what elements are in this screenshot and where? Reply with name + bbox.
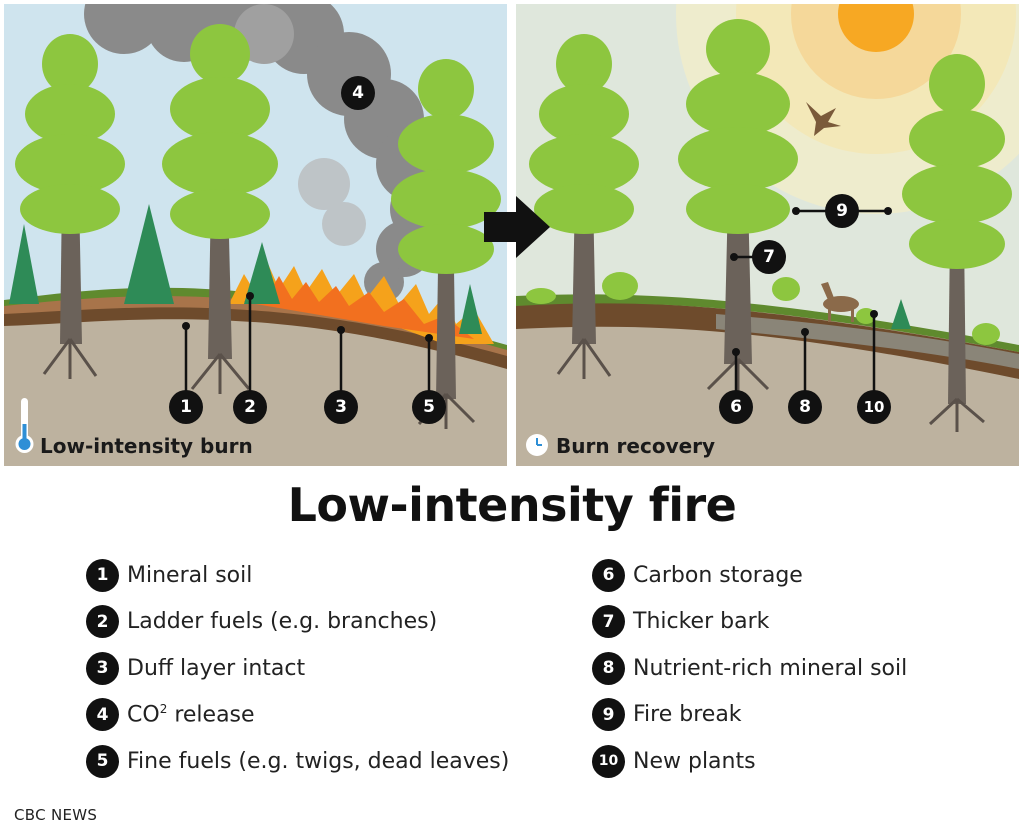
sun <box>838 4 914 52</box>
legend-text-superscript: 2 <box>159 702 168 717</box>
marker-5: 5 <box>412 390 446 424</box>
legend-number: 3 <box>86 651 119 685</box>
legend-item: 10 New plants <box>592 738 907 785</box>
surface-fire <box>229 259 494 344</box>
legend-number: 8 <box>592 651 625 685</box>
legend-text: Nutrient-rich mineral soil <box>633 655 908 681</box>
leader-lines <box>184 296 431 394</box>
spruce-trees <box>9 204 482 334</box>
marker-10: 10 <box>857 390 891 424</box>
marker-6: 6 <box>719 390 753 424</box>
hawk <box>806 102 841 136</box>
legend-text: Thicker bark <box>633 609 770 635</box>
legend-text: New plants <box>633 748 756 774</box>
panel-label-burn: Low-intensity burn <box>40 434 253 458</box>
legend-text-rest: release <box>167 702 255 728</box>
marker-7: 7 <box>752 240 786 274</box>
legend-text: Ladder fuels (e.g. branches) <box>127 609 438 635</box>
source-credit: CBC NEWS <box>14 806 98 824</box>
marker-4: 4 <box>341 76 375 110</box>
panel-label-recovery: Burn recovery <box>556 434 716 458</box>
legend-number: 9 <box>592 698 625 732</box>
legend-item: 7 Thicker bark <box>592 599 907 646</box>
legend-text: CO2 release <box>127 702 255 727</box>
clock-icon <box>526 434 548 456</box>
pine-canopies <box>15 24 501 274</box>
legend-number: 10 <box>592 744 625 778</box>
legend-number: 5 <box>86 744 119 778</box>
marker-3: 3 <box>324 390 358 424</box>
legend-item: 8 Nutrient-rich mineral soil <box>592 645 907 692</box>
legend-number: 7 <box>592 605 625 639</box>
legend-item: 5 Fine fuels (e.g. twigs, dead leaves) <box>86 738 509 785</box>
legend-number: 4 <box>86 698 119 732</box>
legend-item: 6 Carbon storage <box>592 552 907 599</box>
legend-text-main: CO <box>127 702 160 728</box>
tree-roots <box>556 338 985 432</box>
legend-number: 2 <box>86 605 119 639</box>
legend-right: 6 Carbon storage 7 Thicker bark 8 Nutrie… <box>592 552 907 785</box>
marker-2: 2 <box>233 390 267 424</box>
legend-number: 1 <box>86 558 119 592</box>
legend-item: 4 CO2 release <box>86 692 509 739</box>
marker-1: 1 <box>169 390 203 424</box>
page-title: Low-intensity fire <box>287 478 737 532</box>
low-intensity-burn-panel: 4 1 2 3 5 Low-intensity burn <box>4 4 507 466</box>
mineral-soil <box>716 314 1019 369</box>
legend-text: Carbon storage <box>633 562 803 588</box>
legend-left: 1 Mineral soil 2 Ladder fuels (e.g. bran… <box>86 552 509 785</box>
legend-item: 1 Mineral soil <box>86 552 509 599</box>
duff-layer <box>4 291 507 369</box>
legend-number: 6 <box>592 558 625 592</box>
burn-recovery-panel: 9 7 6 8 10 Burn recovery <box>516 4 1019 466</box>
legend-text: Fine fuels (e.g. twigs, dead leaves) <box>127 748 510 774</box>
thermometer-icon <box>15 398 34 453</box>
legend-text: Fire break <box>633 702 742 728</box>
legend-item: 9 Fire break <box>592 692 907 739</box>
pine-canopies <box>529 19 1012 269</box>
legend-item: 2 Ladder fuels (e.g. branches) <box>86 599 509 646</box>
deer <box>821 282 859 322</box>
legend-text: Mineral soil <box>127 562 253 588</box>
legend-item: 3 Duff layer intact <box>86 645 509 692</box>
marker-8: 8 <box>788 390 822 424</box>
recovery-scene-illustration <box>516 4 1019 466</box>
right-arrow-icon <box>484 196 550 258</box>
legend-text: Duff layer intact <box>127 655 306 681</box>
marker-9: 9 <box>825 194 859 228</box>
